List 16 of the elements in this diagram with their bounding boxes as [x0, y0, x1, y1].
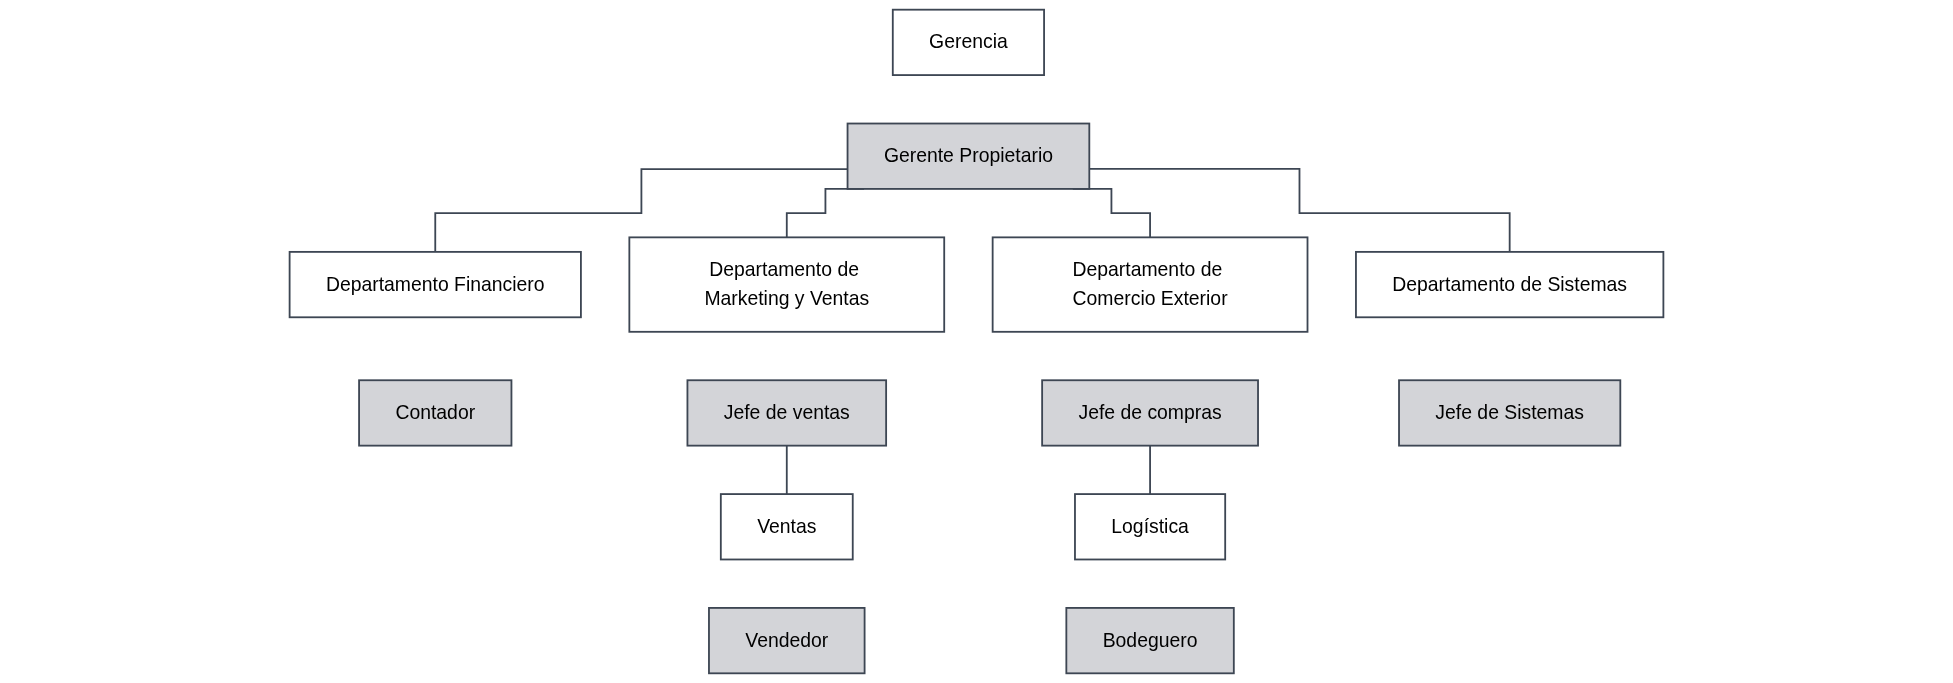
- node-box: Jefe de ventas: [686, 379, 888, 447]
- node-box: Logística: [1074, 493, 1227, 561]
- node-box: Bodeguero: [1065, 607, 1235, 675]
- node-box: Gerencia: [891, 8, 1045, 76]
- connector: [785, 444, 788, 495]
- node-box: Ventas: [719, 493, 854, 561]
- node-box: Departamento de Marketing y Ventas: [628, 236, 946, 333]
- node-box: Jefe de Sistemas: [1398, 379, 1622, 447]
- node-box: Jefe de compras: [1041, 379, 1259, 447]
- node-box: Departamento Financiero: [288, 251, 582, 319]
- node-box: Departamento de Comercio Exterior: [991, 236, 1309, 333]
- node-box: Contador: [358, 379, 513, 447]
- connector: [1149, 444, 1151, 495]
- node-box: Departamento de Sistemas: [1355, 251, 1665, 319]
- node-box: Gerente Propietario: [846, 122, 1091, 190]
- node-box: Vendedor: [708, 607, 866, 675]
